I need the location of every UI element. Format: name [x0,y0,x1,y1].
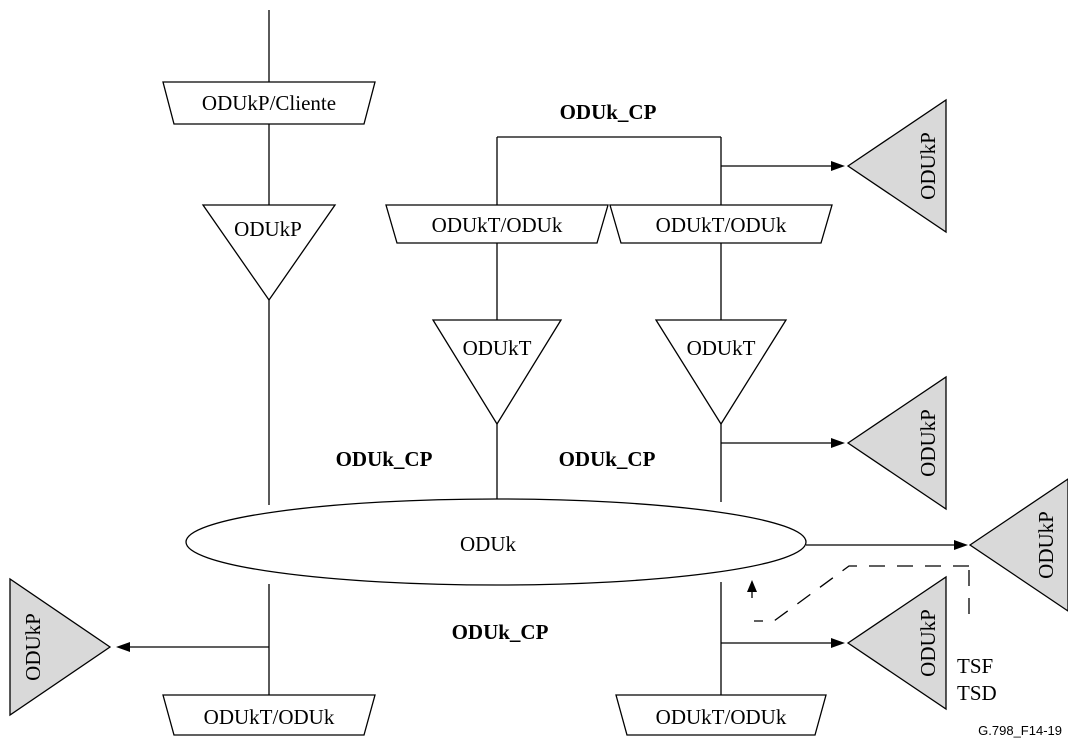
label-odukt-oduk: ODUkT/ODUk [432,213,563,237]
label-odukt-oduk: ODUkT/ODUk [204,705,335,729]
adaptation-odukt-middle: ODUkT [431,319,563,426]
adaptation-odukp-left: ODUkP [201,204,337,302]
odukp-grey-mid-right: ODUkP [846,375,947,511]
terminal-odukt-oduk-bottom-right: ODUkT/ODUk [615,694,827,736]
arrowhead-lower-right [831,638,845,648]
figure-id: G.798_F14-19 [978,723,1062,738]
arrowheads [116,161,968,652]
terminal-odukt-oduk-bottom-left: ODUkT/ODUk [162,694,376,736]
tsd-label: TSD [957,681,997,705]
label-odukp-vertical: ODUkP [21,613,45,681]
label-odukp-vertical: ODUkP [916,609,940,677]
trapezoid-shape [385,204,609,244]
grey-triangle-shape [846,575,947,711]
trapezoid-shape [162,694,376,736]
trapezoid-shape [162,81,376,125]
cp-label-bottom: ODUk_CP [452,620,549,644]
grey-triangle-shape [9,577,112,717]
label-odukp: ODUkP [234,217,302,241]
triangle-shape [201,204,337,302]
label-odukt-oduk: ODUkT/ODUk [656,705,787,729]
odukp-grey-top-right: ODUkP [846,98,947,234]
terminal-odukt-oduk-top-right: ODUkT/ODUk [609,204,833,244]
dashed-return-path [754,565,969,622]
arrowhead-oduk-right [954,540,968,550]
label-odukt: ODUkT [687,336,756,360]
arrowhead-up-small [747,580,757,592]
label-odukt-oduk: ODUkT/ODUk [656,213,787,237]
label-odukp-vertical: ODUkP [916,409,940,477]
grey-triangle-shape [846,98,947,234]
odukp-grey-left: ODUkP [9,577,112,717]
odukp-grey-lower-right: ODUkP [846,575,947,711]
grey-triangle-shape [846,375,947,511]
label-oduk-p-cliente: ODUkP/Cliente [202,91,336,115]
cp-label-mid-right: ODUk_CP [559,447,656,471]
trapezoid-shape [609,204,833,244]
label-odukp-vertical: ODUkP [1034,511,1058,579]
triangle-shape [431,319,563,426]
arrowhead-mid-right [831,438,845,448]
odukp-grey-far-right: ODUkP [968,478,1068,612]
terminal-odukt-oduk-top-left: ODUkT/ODUk [385,204,609,244]
triangle-shape [654,319,788,426]
arrowhead-left [116,642,130,652]
label-odukp-vertical: ODUkP [916,132,940,200]
grey-triangle-shape [968,478,1068,612]
oduk-connection-function: ODUk [185,498,807,586]
terminal-oduk-p-cliente: ODUkP/Cliente [162,81,376,125]
arrowhead-top-right [831,161,845,171]
trapezoid-shape [615,694,827,736]
cp-label-mid-left: ODUk_CP [336,447,433,471]
connection-lines [128,10,970,695]
adaptation-odukt-right: ODUkT [654,319,788,426]
label-odukt: ODUkT [463,336,532,360]
tsf-label: TSF [957,654,993,678]
cp-label-top: ODUk_CP [560,100,657,124]
label-oduk: ODUk [460,532,516,556]
oduk-ellipse [185,498,807,586]
